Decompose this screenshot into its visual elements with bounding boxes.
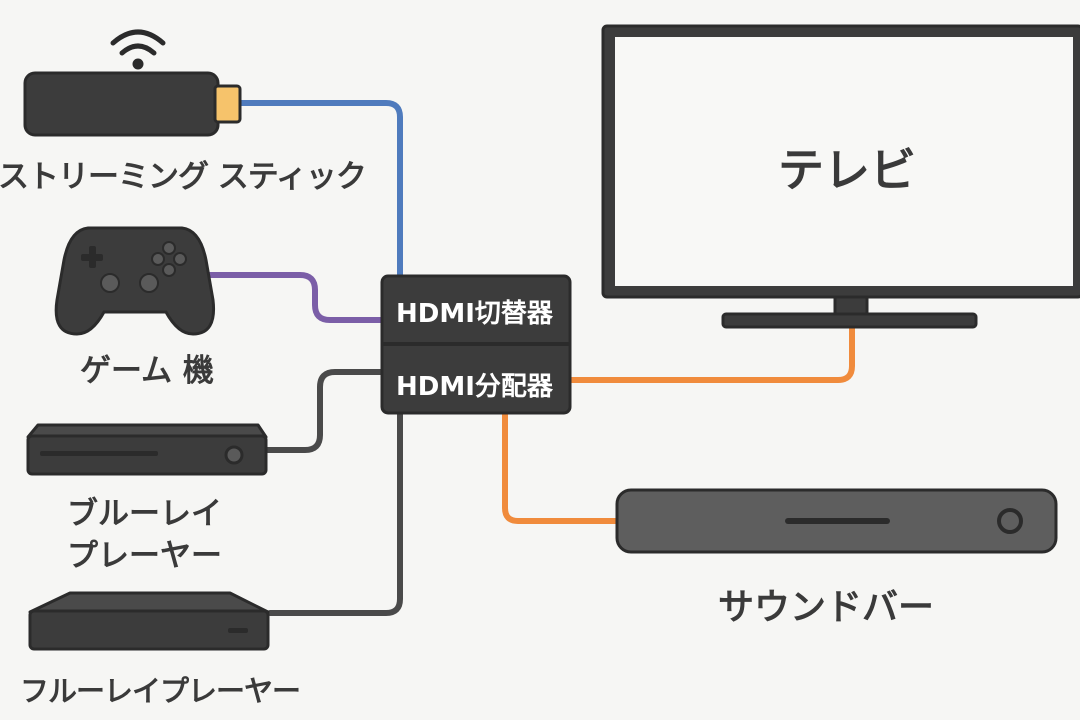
bluray-2-cable	[267, 409, 403, 616]
bluray-player-label-line1: ブルーレイ	[67, 496, 222, 532]
wifi-icon	[110, 29, 166, 70]
game-cable	[202, 272, 388, 323]
soundbar-output-cable	[502, 409, 623, 524]
tv-output-cable	[567, 323, 855, 383]
streaming-stick-icon	[23, 29, 242, 137]
hdmi-switcher-label: HDMI切替器	[396, 299, 553, 329]
streaming-stick-label: ストリーミング スティック	[0, 159, 367, 195]
bluray-player-icon	[26, 423, 268, 476]
soundbar-icon	[615, 488, 1058, 554]
disc-player-icon	[28, 591, 270, 651]
bluray-cable	[262, 369, 388, 453]
television-icon	[601, 24, 1080, 329]
hdmi-splitter-label: HDMI分配器	[396, 372, 553, 402]
bluray-player-label-line2: プレーヤー	[67, 538, 222, 574]
hdmi-hub	[380, 274, 572, 415]
tv-label: テレビ	[778, 143, 916, 197]
soundbar-label: サウンドバー	[718, 587, 935, 628]
streaming-cable	[237, 100, 403, 281]
bluray-player-2-label: フルーレイプレーヤー	[20, 674, 301, 708]
gamepad-icon	[54, 226, 216, 336]
game-console-label: ゲーム 機	[80, 353, 214, 389]
